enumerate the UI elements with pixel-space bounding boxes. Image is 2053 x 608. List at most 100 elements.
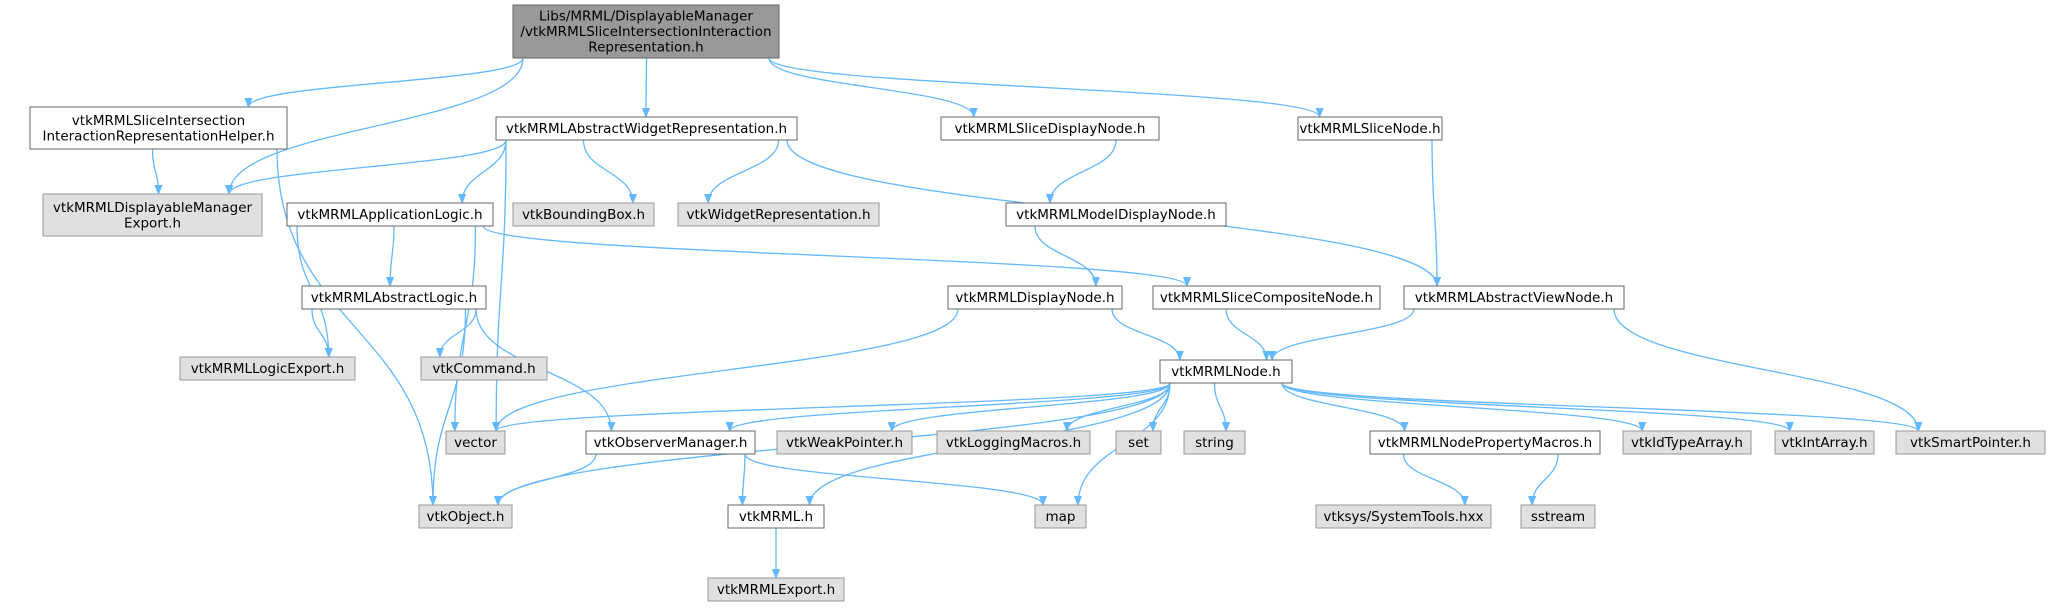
node-sdn[interactable]: vtkMRMLSliceDisplayNode.h [940,116,1160,141]
node-label: vtkMRMLLogicExport.h [191,361,345,377]
node-label: vtkMRMLDisplayNode.h [955,290,1114,306]
node-sn[interactable]: vtkMRMLSliceNode.h [1297,116,1443,141]
edge-node-to-sp [1281,382,1918,432]
node-box [42,193,263,237]
node-label: vtkIdTypeArray.h [1631,435,1743,451]
node-mrml[interactable]: vtkMRML.h [727,504,825,529]
edge-awr-to-dmexport [229,139,507,195]
node-box [1774,430,1875,455]
node-vector: vector [445,430,506,455]
node-label: vtkMRMLAbstractWidgetRepresentation.h [506,121,787,137]
node-box [29,106,288,150]
edge-absl-to-cmd [440,308,477,358]
node-box [1622,430,1752,455]
edge-root-to-awr [646,57,647,117]
edge-awr-to-wr [708,139,780,204]
node-al[interactable]: vtkMRMLApplicationLogic.h [286,202,494,227]
edge-node-to-ita [1281,382,1642,432]
edge-om-to-obj [498,453,597,506]
node-ita: vtkIdTypeArray.h [1622,430,1752,455]
node-label: vtksys/SystemTools.hxx [1323,509,1483,525]
edge-helper-to-dmexport [151,148,159,194]
node-awr[interactable]: vtkMRMLAbstractWidgetRepresentation.h [495,116,798,141]
node-helper[interactable]: vtkMRMLSliceIntersectionInteractionRepre… [29,106,288,150]
edge-node-to-lm [1067,382,1171,432]
edge-node-to-vector [496,382,1171,432]
node-absl[interactable]: vtkMRMLAbstractLogic.h [301,285,487,310]
nodes-layer: Libs/MRML/DisplayableManager/vtkMRMLSlic… [29,4,2046,602]
node-label: vtkWidgetRepresentation.h [686,207,870,223]
node-string: string [1183,430,1246,455]
node-mexp: vtkMRMLExport.h [707,577,845,602]
node-label: vtkMRMLApplicationLogic.h [297,207,482,223]
edge-scn-to-node [1225,308,1267,361]
node-box [677,202,880,227]
node-box [1183,430,1246,455]
edge-root-to-sn [768,57,1320,118]
node-label: Export.h [124,215,181,231]
node-box [727,504,825,529]
node-ia: vtkIntArray.h [1774,430,1875,455]
edge-node-to-npm [1281,382,1405,432]
node-box [947,285,1123,310]
node-label: vtkBoundingBox.h [522,207,645,223]
node-lm: vtkLoggingMacros.h [936,430,1091,455]
edge-helper-to-obj [276,148,433,505]
edge-om-to-mrml [742,453,745,505]
node-cmd: vtkCommand.h [420,356,548,381]
edge-sn-to-avn [1431,139,1437,286]
node-box [301,285,487,310]
node-mdn[interactable]: vtkMRMLModelDisplayNode.h [1005,202,1227,227]
edge-node-to-ia [1281,382,1790,432]
node-label: vtkIntArray.h [1781,435,1867,451]
edge-sdn-to-mdn [1050,139,1117,204]
node-label: vtkMRMLNode.h [1171,364,1280,380]
node-box [1369,430,1601,455]
node-le: vtkMRMLLogicExport.h [179,356,356,381]
node-sp: vtkSmartPointer.h [1895,430,2046,455]
node-box [776,430,913,455]
node-label: vtkMRMLSliceNode.h [1299,121,1440,137]
node-om[interactable]: vtkObserverManager.h [585,430,756,455]
node-box [420,356,548,381]
node-box [512,4,780,59]
node-label: string [1195,435,1234,451]
edge-root-to-sdn [768,57,974,118]
node-root[interactable]: Libs/MRML/DisplayableManager/vtkMRMLSlic… [512,4,780,59]
node-box [936,430,1091,455]
node-npm[interactable]: vtkMRMLNodePropertyMacros.h [1369,430,1601,455]
node-box [1403,285,1625,310]
edge-dn-to-vector [496,308,959,431]
node-avn[interactable]: vtkMRMLAbstractViewNode.h [1403,285,1625,310]
node-label: sstream [1531,509,1585,525]
node-box [1034,504,1087,529]
edge-npm-to-st [1402,453,1465,506]
node-label: vtkMRMLSliceCompositeNode.h [1160,290,1373,306]
node-ss: sstream [1520,504,1596,529]
node-node[interactable]: vtkMRMLNode.h [1159,359,1293,384]
edge-awr-to-bb [582,139,633,203]
edge-avn-to-sp [1613,308,1918,431]
edge-root-to-dmexport [229,57,524,194]
edge-al-to-absl [390,225,395,286]
node-box [585,430,756,455]
node-label: vtkCommand.h [432,361,535,377]
node-scn[interactable]: vtkMRMLSliceCompositeNode.h [1152,285,1381,310]
node-wr: vtkWidgetRepresentation.h [677,202,880,227]
node-label: vtkObject.h [427,509,505,525]
node-label: vtkMRMLDisplayableManager [53,200,253,216]
node-label: Libs/MRML/DisplayableManager [539,9,753,25]
edge-avn-to-node [1272,308,1415,361]
node-obj: vtkObject.h [418,504,513,529]
node-dn[interactable]: vtkMRMLDisplayNode.h [947,285,1123,310]
edge-al-to-scn [482,225,1187,287]
node-box [1005,202,1227,227]
node-set: set [1115,430,1162,455]
node-box [1152,285,1381,310]
edge-root-to-helper [248,57,524,108]
node-box [707,577,845,602]
node-box [1520,504,1596,529]
edge-mdn-to-dn [1034,225,1096,287]
node-label: vtkSmartPointer.h [1910,435,2031,451]
node-label: vtkMRMLExport.h [717,582,835,598]
